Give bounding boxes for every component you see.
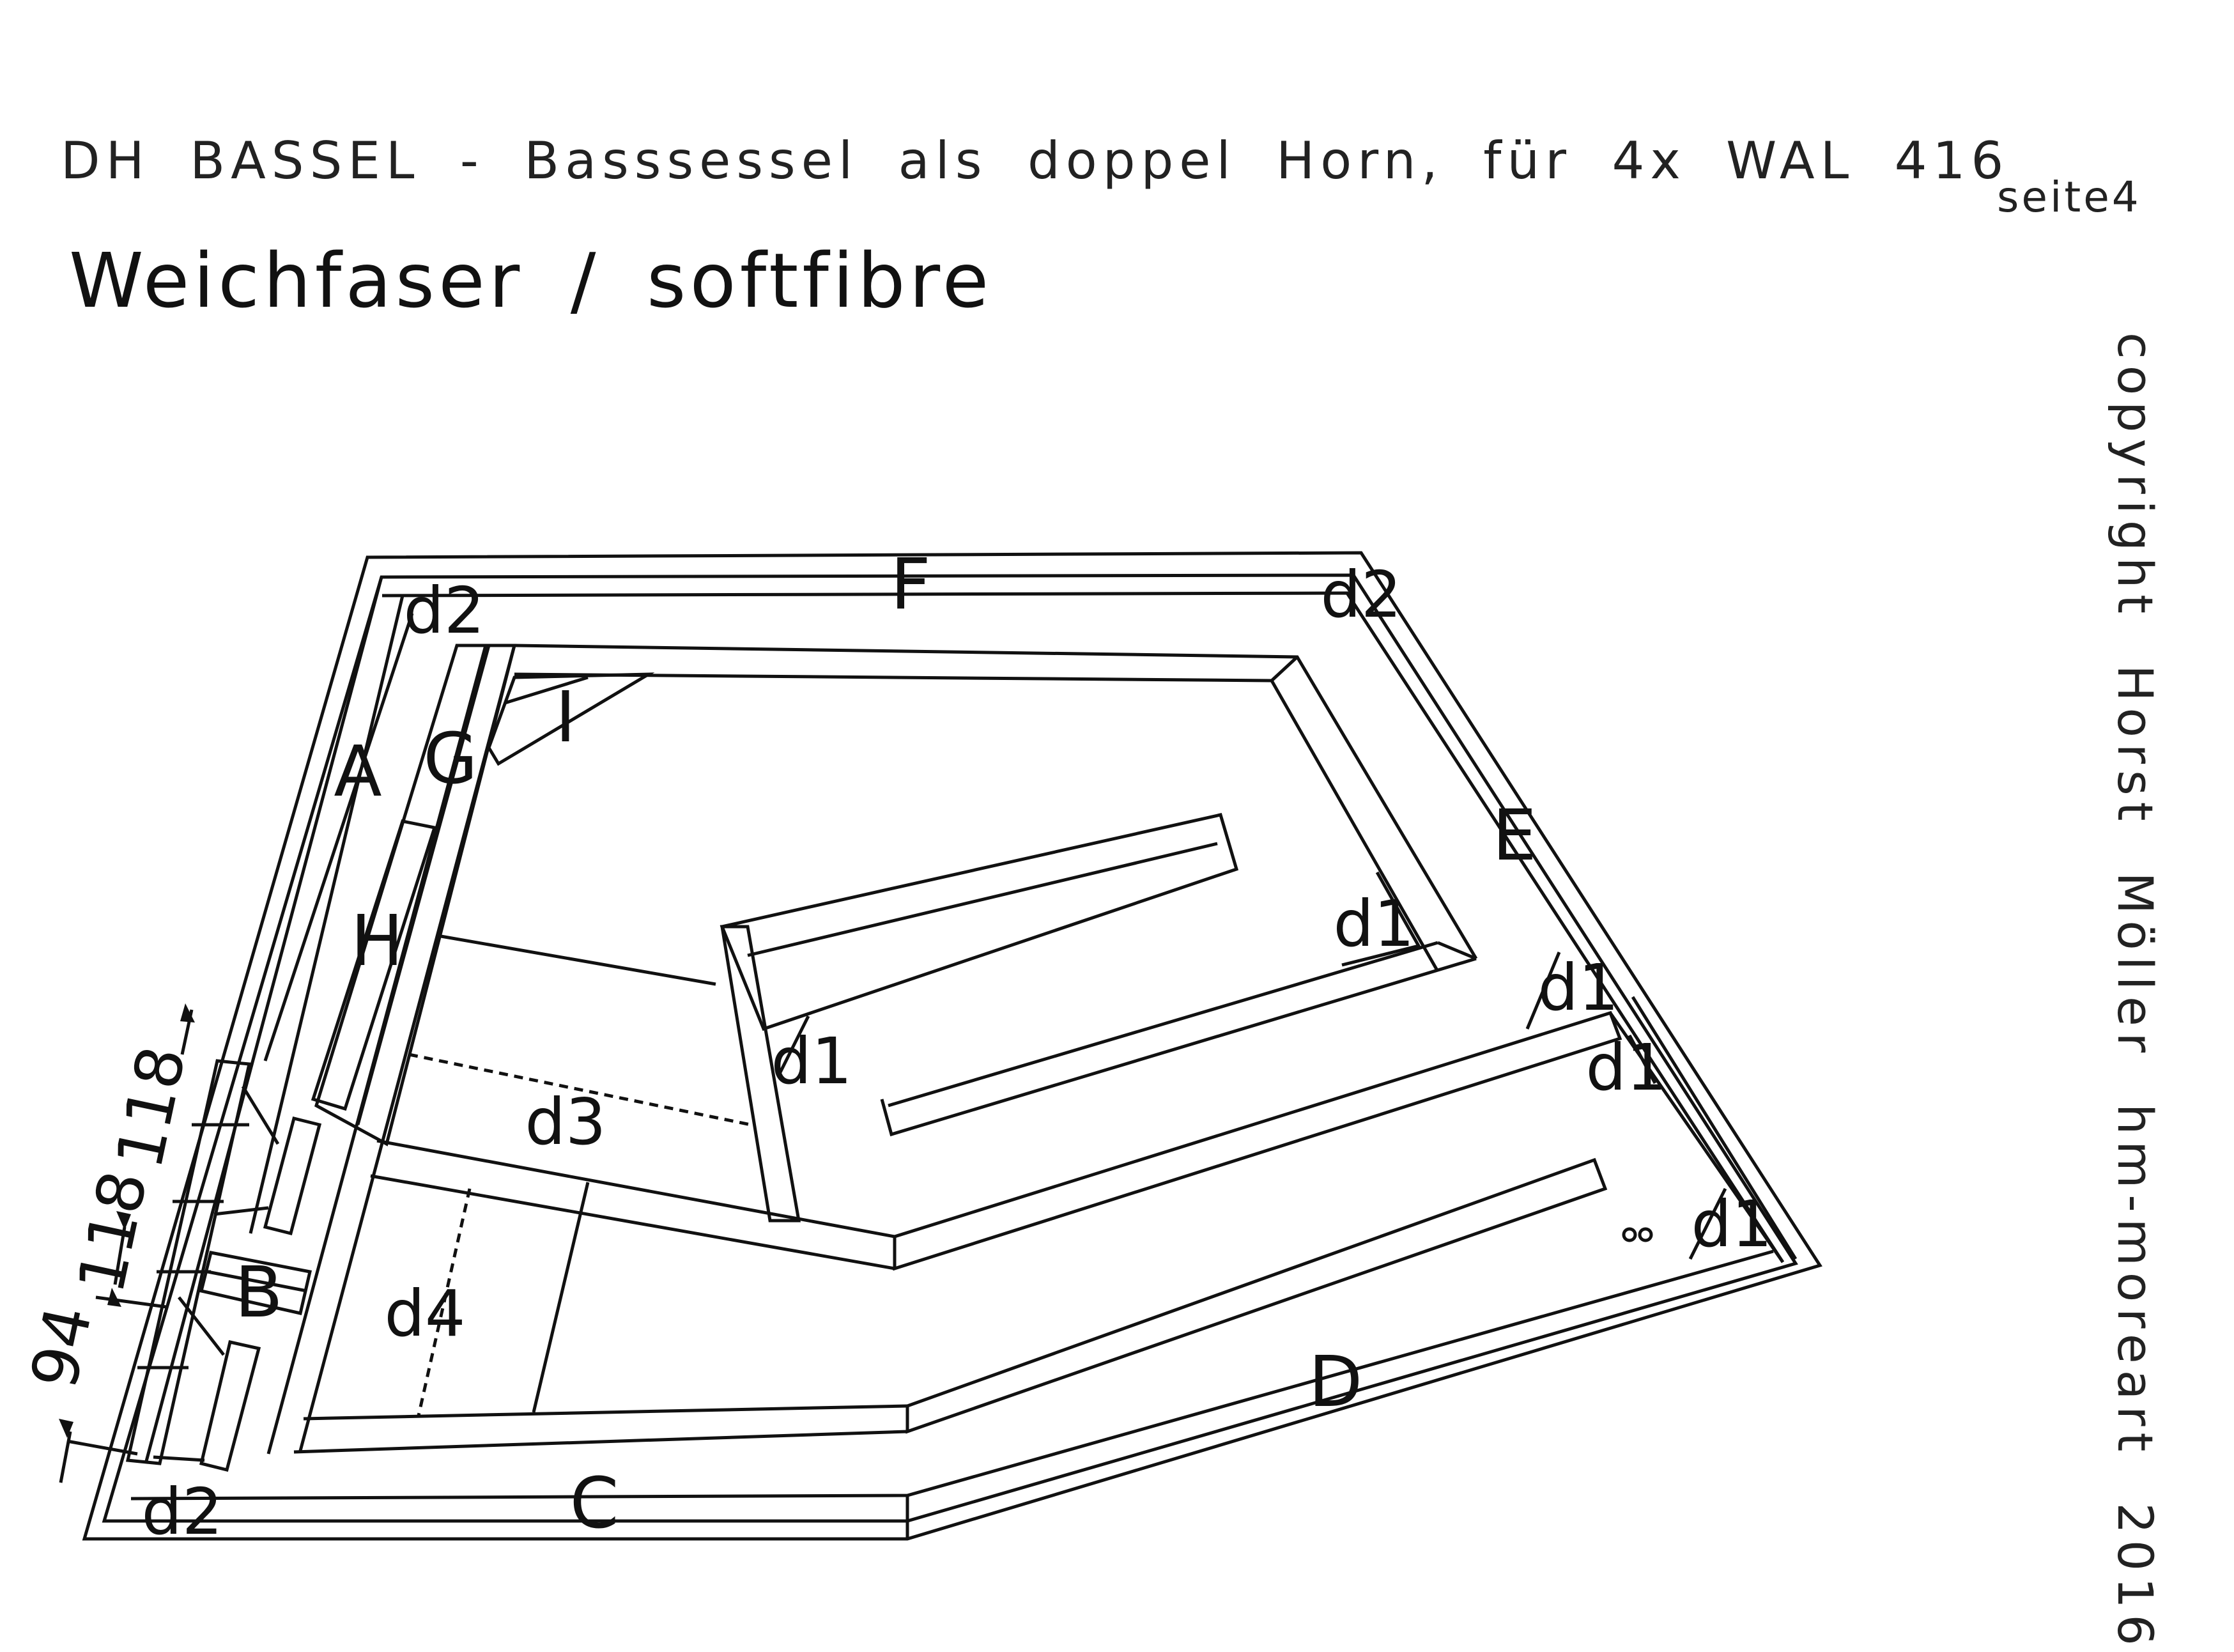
inner-top-wall	[514, 644, 1478, 960]
outer-wall-inner-line	[102, 573, 1798, 1523]
label-F: F	[890, 543, 930, 625]
dim-arrow-3	[107, 1288, 121, 1307]
d4-dashed-line	[417, 1188, 472, 1416]
dim-arrow-2	[116, 1211, 131, 1230]
label-A: A	[334, 730, 381, 812]
drawing-title: DH BASSEL - Basssessel als doppel Horn, …	[61, 131, 2010, 190]
dim-118-upper: 118	[102, 1040, 200, 1175]
center-wedge	[720, 813, 1239, 1031]
inner-top-wall-2	[514, 672, 1440, 973]
panel-E-inner-line-2	[1631, 996, 1798, 1260]
middle-diagonal-board	[893, 1010, 1622, 1271]
dim-94: 94	[17, 1299, 107, 1394]
mid-left-board-bottom	[370, 1174, 895, 1270]
label-D: D	[1309, 1341, 1363, 1423]
driver-2-magnet	[199, 1340, 261, 1472]
label-d2-bottom: d2	[141, 1474, 222, 1549]
label-H: H	[351, 900, 404, 982]
panel-C-top-line	[130, 1249, 1774, 1501]
label-B: B	[235, 1251, 282, 1333]
hole-mark-2	[1638, 1227, 1653, 1242]
label-E: E	[1492, 794, 1537, 876]
label-d1-d: d1	[1691, 1187, 1772, 1262]
panel-A-inner-2	[263, 613, 414, 1061]
inner-top-corner	[1270, 656, 1298, 682]
front-baffle-strip	[125, 1059, 252, 1465]
d1-brace-1	[1341, 871, 1421, 967]
label-d1-e: d1	[771, 1024, 852, 1099]
dim-line-mid	[113, 1226, 127, 1285]
d3-upper-edge	[440, 934, 716, 986]
inner-left-wall-2	[266, 645, 488, 1455]
d1-brace-4	[1688, 1187, 1727, 1260]
d1-brace-5	[778, 1015, 810, 1075]
inner-bottom-board-top	[303, 1404, 908, 1421]
panel-B-line	[207, 1270, 307, 1293]
d1-brace-2	[1525, 952, 1561, 1030]
label-C: C	[570, 1462, 619, 1544]
label-d1-b: d1	[1537, 950, 1619, 1025]
inner-bottom-board-bottom	[293, 1430, 908, 1454]
dim-arrow-4	[59, 1419, 73, 1438]
panel-B	[199, 1251, 312, 1315]
dim-118-lower: 118	[63, 1164, 162, 1299]
label-d2-top-left: d2	[403, 573, 484, 648]
fold-board-upper-2	[888, 941, 1438, 1108]
dim-ext-1	[95, 1295, 167, 1309]
label-I: I	[555, 676, 576, 758]
center-wedge-line	[747, 842, 1218, 957]
panel-I-line	[504, 675, 589, 705]
dim-arrow-1	[180, 1003, 195, 1023]
driver-2-cone-a	[178, 1296, 225, 1356]
hole-mark-1	[1622, 1227, 1637, 1242]
label-d4: d4	[384, 1276, 465, 1351]
label-d1-a: d1	[1333, 886, 1414, 961]
driver-1-magnet	[263, 1116, 322, 1236]
label-d1-c: d1	[1585, 1030, 1667, 1105]
d1-brace-3	[1628, 1034, 1657, 1085]
panel-F-inner-line	[381, 591, 1785, 1263]
panel-A-inner	[249, 595, 404, 1234]
dim-ext-2	[66, 1439, 138, 1456]
panel-H	[311, 819, 437, 1111]
material-subtitle: Weichfaser / softfibre	[69, 236, 993, 325]
label-d3: d3	[525, 1085, 606, 1159]
fold-corner	[1437, 941, 1477, 961]
fold-board-upper	[880, 957, 1477, 1137]
d4-divider	[532, 1182, 590, 1413]
driver-1-cone-a	[241, 1085, 280, 1145]
outer-wall-outline	[82, 551, 1822, 1541]
panel-A-outer	[144, 576, 383, 1464]
page-number: seite4	[1997, 173, 2141, 222]
inner-left-wall	[298, 645, 516, 1451]
driver-1-cone-b	[213, 1206, 269, 1216]
dim-line-bottom	[59, 1431, 72, 1483]
label-G: G	[423, 718, 477, 799]
vertical-divider	[720, 925, 801, 1223]
label-d2-top-right: d2	[1320, 557, 1401, 632]
mid-left-board-top	[376, 1139, 895, 1239]
d3-dashed-line	[408, 1053, 751, 1127]
